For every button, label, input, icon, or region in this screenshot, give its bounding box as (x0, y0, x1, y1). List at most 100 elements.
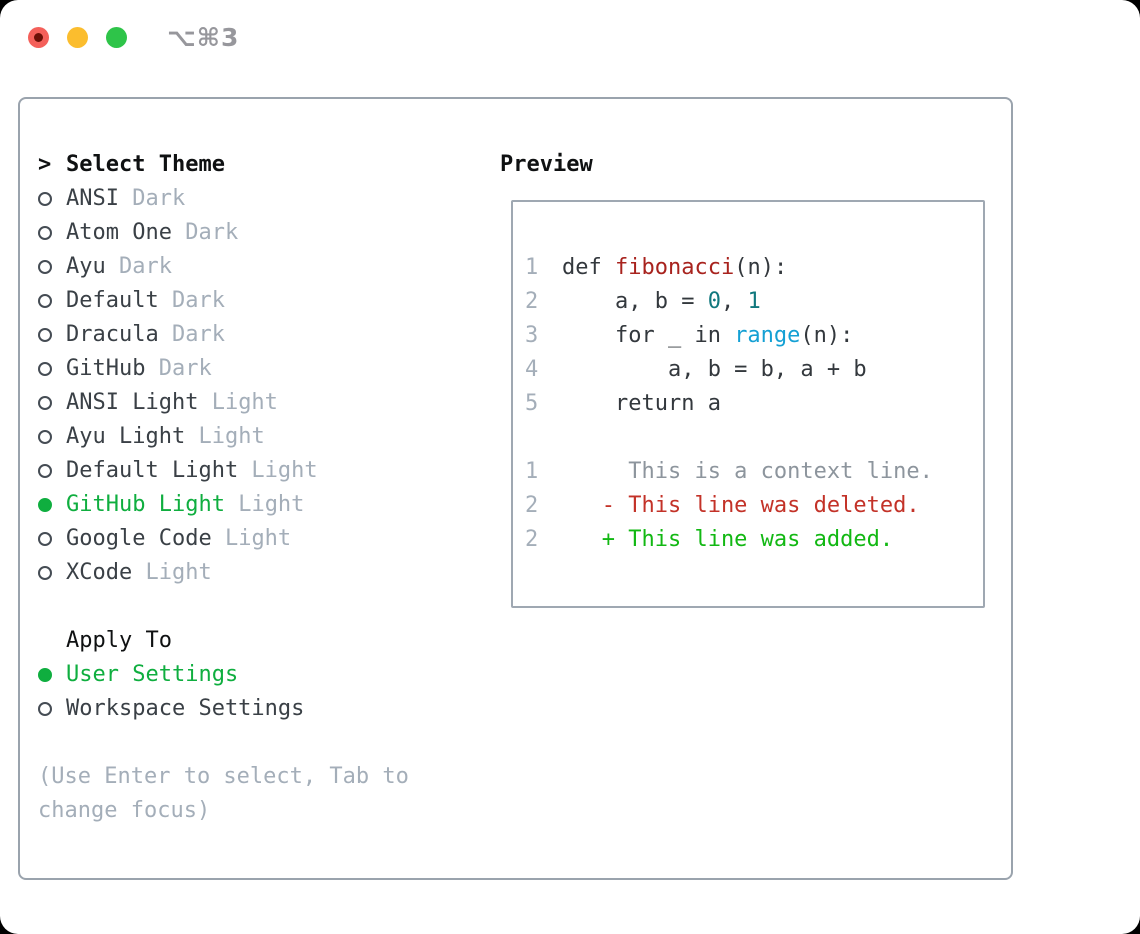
diff-deleted-line: 2 - This line was deleted. (525, 489, 975, 523)
theme-name: Default Light (66, 458, 239, 483)
radio-icon (38, 464, 66, 478)
apply-to-heading-label: Apply To (66, 628, 172, 653)
token-plain: def (562, 255, 615, 280)
token-number: 1 (747, 289, 761, 314)
theme-variant: Light (224, 492, 305, 517)
blank-line (525, 421, 975, 455)
theme-option-xcode[interactable]: XCode Light (38, 556, 409, 590)
apply-to-heading: Apply To (38, 624, 409, 658)
theme-name: Atom One (66, 220, 172, 245)
code-text: a, b = 0, 1 (562, 285, 761, 319)
theme-name: Google Code (66, 526, 212, 551)
close-button[interactable] (28, 27, 49, 48)
token-plain: (n): (800, 323, 854, 348)
theme-option-ayu[interactable]: Ayu Dark (38, 250, 409, 284)
token-plain: for _ in (562, 323, 735, 348)
close-dot-icon (34, 33, 43, 42)
theme-option-dracula[interactable]: Dracula Dark (38, 318, 409, 352)
token-number: 0 (707, 289, 721, 314)
theme-variant: Dark (118, 186, 186, 211)
code-text: def fibonacci(n): (562, 251, 787, 285)
line-number: 3 (525, 323, 539, 348)
theme-option-ayu-light[interactable]: Ayu Light Light (38, 420, 409, 454)
theme-option-ansi[interactable]: ANSI Dark (38, 182, 409, 216)
token-plain: return a (562, 391, 721, 416)
radio-icon (38, 362, 66, 376)
diff-added-line: 2 + This line was added. (525, 523, 975, 557)
code-text: - This line was deleted. (562, 489, 920, 523)
theme-variant: Light (132, 560, 212, 585)
code-line: 5 return a (525, 387, 975, 421)
line-number: 1 (525, 255, 539, 280)
help-text-line-1: (Use Enter to select, Tab to (38, 764, 409, 789)
window-titlebar: ⌥⌘3 (0, 0, 1140, 80)
radio-icon (38, 532, 66, 546)
theme-name: GitHub Light (66, 492, 225, 517)
theme-name: Ayu Light (66, 424, 186, 449)
list-gap (38, 590, 409, 624)
code-text: a, b = b, a + b (562, 353, 867, 387)
apply-option-user-settings[interactable]: User Settings (38, 658, 409, 692)
theme-name: GitHub (66, 356, 146, 381)
code-line: 3 for _ in range(n): (525, 319, 975, 353)
radio-selected-icon (38, 668, 66, 682)
theme-variant: Light (185, 424, 265, 449)
apply-option-label: Workspace Settings (66, 696, 305, 721)
theme-variant: Light (238, 458, 318, 483)
code-text: return a (562, 387, 721, 421)
line-number: 2 (525, 289, 539, 314)
token-added: + This line was added. (562, 527, 894, 552)
token-plain: a, b = (562, 289, 708, 314)
theme-variant: Dark (145, 356, 212, 381)
radio-icon (38, 396, 66, 410)
theme-name: Dracula (66, 322, 159, 347)
theme-option-default[interactable]: Default Dark (38, 284, 409, 318)
code-line: 2 a, b = 0, 1 (525, 285, 975, 319)
theme-option-google-code[interactable]: Google Code Light (38, 522, 409, 556)
theme-name: Ayu (66, 254, 106, 279)
theme-option-github[interactable]: GitHub Dark (38, 352, 409, 386)
radio-icon (38, 226, 66, 240)
select-theme-heading: > Select Theme (38, 148, 409, 182)
theme-variant: Dark (171, 220, 239, 245)
radio-icon (38, 192, 66, 206)
theme-option-default-light[interactable]: Default Light Light (38, 454, 409, 488)
zoom-button[interactable] (106, 27, 127, 48)
diff-context-line: 1 This is a context line. (525, 455, 975, 489)
theme-name: XCode (66, 560, 133, 585)
select-theme-heading-label: Select Theme (66, 152, 225, 177)
theme-variant: Light (211, 526, 292, 551)
theme-name: ANSI Light (66, 390, 199, 415)
radio-icon (38, 260, 66, 274)
radio-icon (38, 328, 66, 342)
line-number: 2 (525, 493, 539, 518)
token-context: This is a context line. (562, 459, 933, 484)
code-text: for _ in range(n): (562, 319, 853, 353)
code-text: + This line was added. (562, 523, 893, 557)
theme-option-atom-one[interactable]: Atom One Dark (38, 216, 409, 250)
line-number: 2 (525, 527, 539, 552)
code-text: This is a context line. (562, 455, 933, 489)
code-line: 4 a, b = b, a + b (525, 353, 975, 387)
theme-variant: Light (198, 390, 278, 415)
token-plain: , (720, 289, 748, 314)
token-plain: (n): (734, 255, 788, 280)
apply-option-workspace-settings[interactable]: Workspace Settings (38, 692, 409, 726)
help-text-line-2: change focus) (38, 798, 211, 823)
theme-option-ansi-light[interactable]: ANSI Light Light (38, 386, 409, 420)
code-line: 1 def fibonacci(n): (525, 251, 975, 285)
cursor-arrow-icon: > (38, 152, 52, 177)
theme-option-github-light[interactable]: GitHub Light Light (38, 488, 409, 522)
minimize-button[interactable] (67, 27, 88, 48)
line-number (525, 421, 562, 455)
theme-variant: Dark (158, 288, 225, 313)
radio-icon (38, 566, 66, 580)
theme-name: ANSI (66, 186, 119, 211)
